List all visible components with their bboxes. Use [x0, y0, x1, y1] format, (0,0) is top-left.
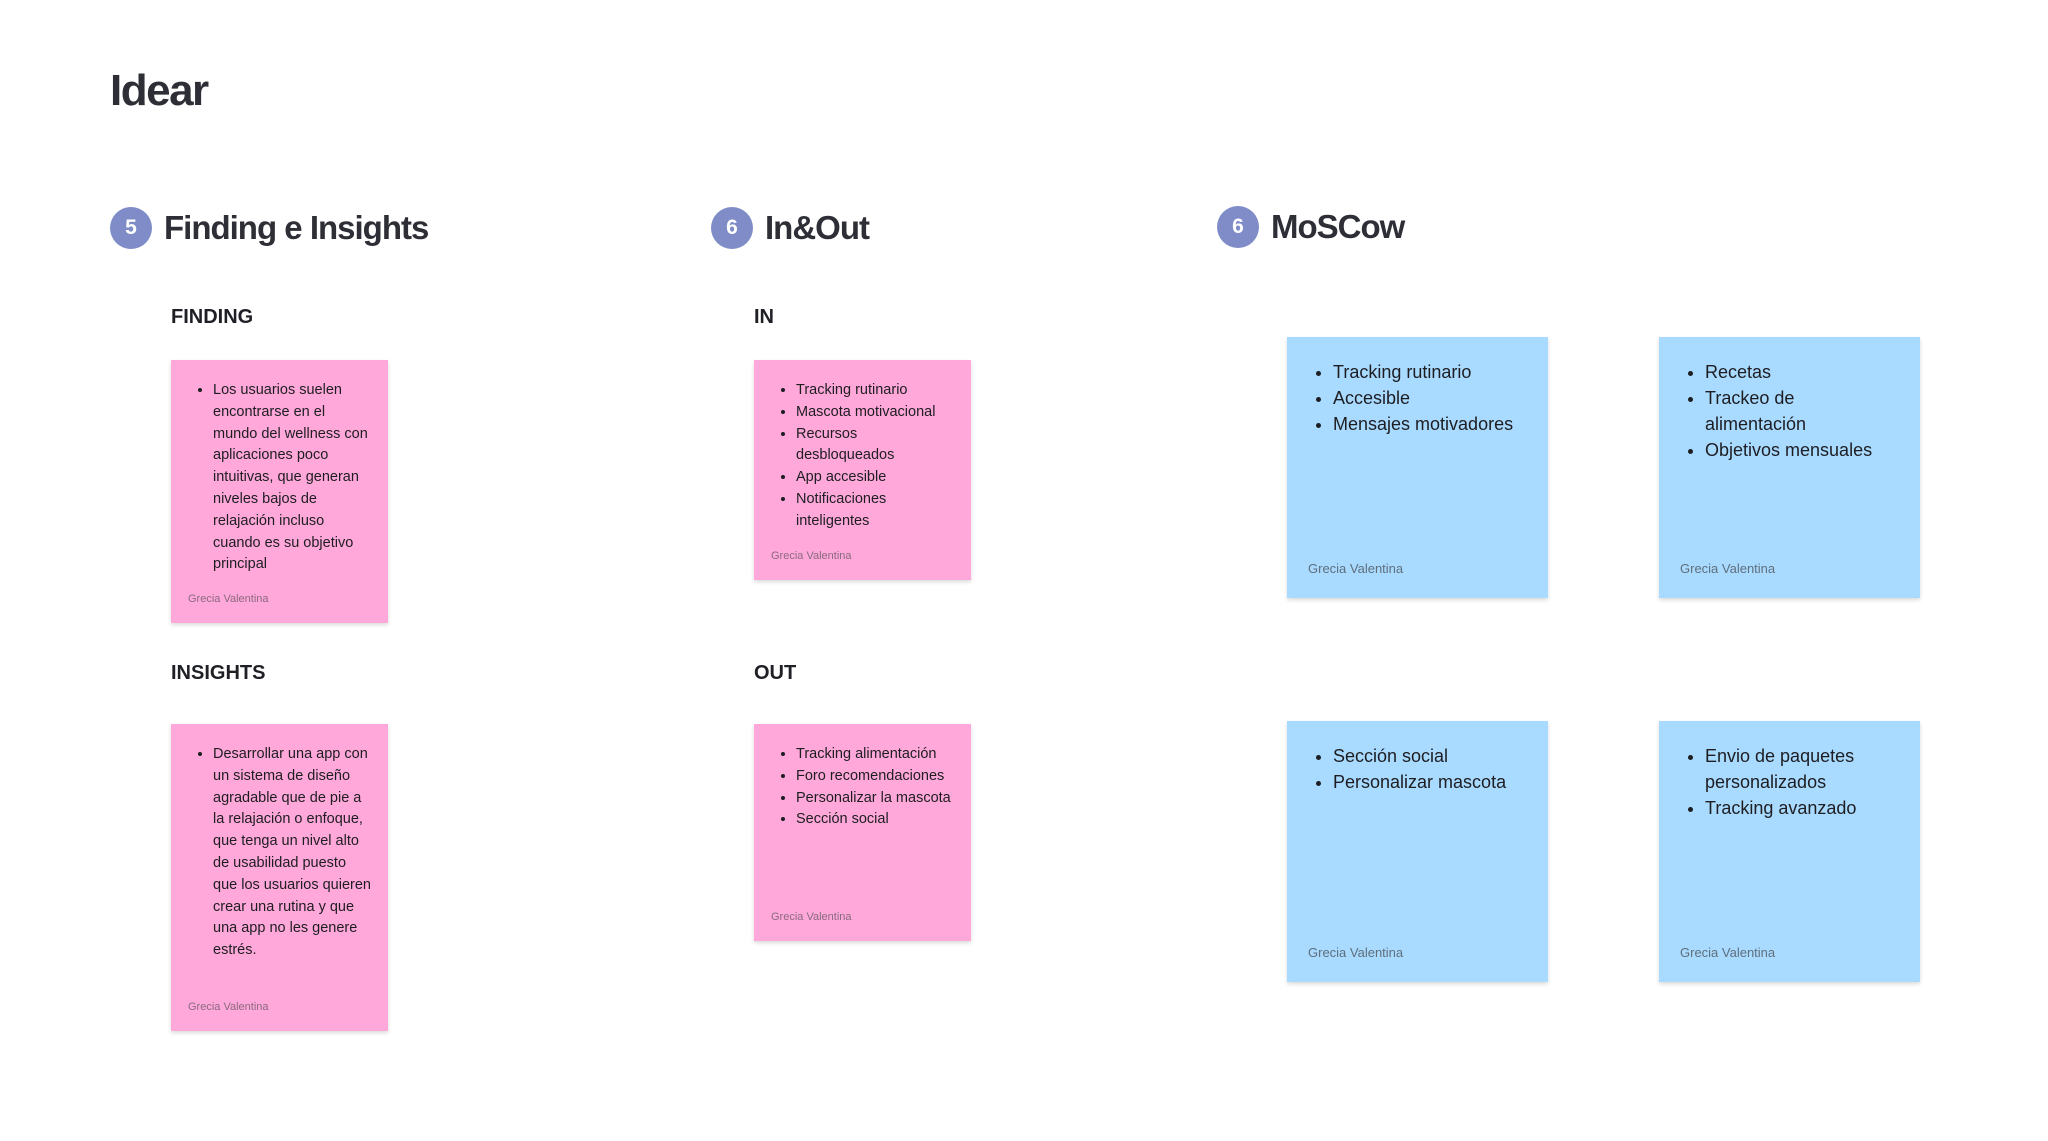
sticky-bullet-item: Recursos desbloqueados	[796, 424, 955, 468]
sticky-note-moscow-4[interactable]: Envio de paquetes personalizadosTracking…	[1659, 721, 1920, 982]
step-badge: 6	[1217, 206, 1259, 248]
sticky-list: Tracking rutinarioMascota motivacionalRe…	[772, 380, 955, 533]
section-title: In&Out	[765, 209, 870, 246]
section-title: Finding e Insights	[164, 209, 429, 246]
sticky-note-moscow-1[interactable]: Tracking rutinarioAccesibleMensajes moti…	[1287, 337, 1548, 598]
sticky-bullet-item: Notificaciones inteligentes	[796, 489, 955, 533]
section-title: MoSCow	[1271, 208, 1405, 245]
section-header-moscow: 6 MoSCow	[1217, 206, 1405, 248]
step-badge: 5	[110, 207, 152, 249]
sticky-list: Sección socialPersonalizar mascota	[1309, 743, 1528, 795]
sticky-bullet-item: Personalizar mascota	[1333, 769, 1528, 795]
sticky-bullet-item: Objetivos mensuales	[1705, 437, 1900, 463]
sticky-bullet-item: Sección social	[1333, 743, 1528, 769]
step-badge: 6	[711, 207, 753, 249]
sticky-list: Envio de paquetes personalizadosTracking…	[1681, 743, 1900, 821]
sticky-bullet-item: Los usuarios suelen encontrarse en el mu…	[213, 380, 372, 576]
sticky-list: Desarrollar una app con un sistema de di…	[189, 744, 372, 962]
sticky-bullet-item: Tracking alimentación	[796, 744, 955, 766]
sticky-note-insights[interactable]: Desarrollar una app con un sistema de di…	[171, 724, 388, 1031]
sticky-bullet-item: App accesible	[796, 467, 955, 489]
sticky-bullet-item: Mensajes motivadores	[1333, 411, 1528, 437]
sticky-author: Grecia Valentina	[188, 593, 269, 605]
sticky-bullet-item: Mascota motivacional	[796, 402, 955, 424]
sticky-note-in[interactable]: Tracking rutinarioMascota motivacionalRe…	[754, 360, 971, 580]
sticky-author: Grecia Valentina	[1308, 945, 1404, 960]
section-header-finding-insights: 5 Finding e Insights	[110, 207, 429, 249]
sticky-note-finding[interactable]: Los usuarios suelen encontrarse en el mu…	[171, 360, 388, 623]
sticky-note-moscow-3[interactable]: Sección socialPersonalizar mascota Greci…	[1287, 721, 1548, 982]
sticky-bullet-item: Tracking avanzado	[1705, 795, 1900, 821]
sticky-bullet-item: Foro recomendaciones	[796, 766, 955, 788]
sticky-bullet-item: Envio de paquetes personalizados	[1705, 743, 1900, 795]
sticky-list: Los usuarios suelen encontrarse en el mu…	[189, 380, 372, 576]
sticky-author: Grecia Valentina	[1680, 945, 1776, 960]
sticky-bullet-item: Tracking rutinario	[796, 380, 955, 402]
sticky-list: Tracking alimentaciónForo recomendacione…	[772, 744, 955, 831]
sticky-list: RecetasTrackeo de alimentaciónObjetivos …	[1681, 359, 1900, 463]
sticky-author: Grecia Valentina	[188, 1001, 269, 1013]
sticky-note-out[interactable]: Tracking alimentaciónForo recomendacione…	[754, 724, 971, 941]
sticky-author: Grecia Valentina	[771, 550, 852, 562]
sticky-author: Grecia Valentina	[771, 911, 852, 923]
sticky-bullet-item: Personalizar la mascota	[796, 788, 955, 810]
sticky-note-moscow-2[interactable]: RecetasTrackeo de alimentaciónObjetivos …	[1659, 337, 1920, 598]
sticky-author: Grecia Valentina	[1308, 561, 1404, 576]
sticky-list: Tracking rutinarioAccesibleMensajes moti…	[1309, 359, 1528, 437]
sticky-author: Grecia Valentina	[1680, 561, 1776, 576]
section-header-in-out: 6 In&Out	[711, 207, 870, 249]
page-title: Idear	[110, 66, 209, 115]
in-label: IN	[754, 306, 774, 328]
sticky-bullet-item: Sección social	[796, 809, 955, 831]
sticky-bullet-item: Accesible	[1333, 385, 1528, 411]
finding-label: FINDING	[171, 306, 254, 328]
sticky-bullet-item: Trackeo de alimentación	[1705, 385, 1900, 437]
insights-label: INSIGHTS	[171, 662, 266, 684]
sticky-bullet-item: Desarrollar una app con un sistema de di…	[213, 744, 372, 962]
sticky-bullet-item: Tracking rutinario	[1333, 359, 1528, 385]
out-label: OUT	[754, 662, 797, 684]
sticky-bullet-item: Recetas	[1705, 359, 1900, 385]
